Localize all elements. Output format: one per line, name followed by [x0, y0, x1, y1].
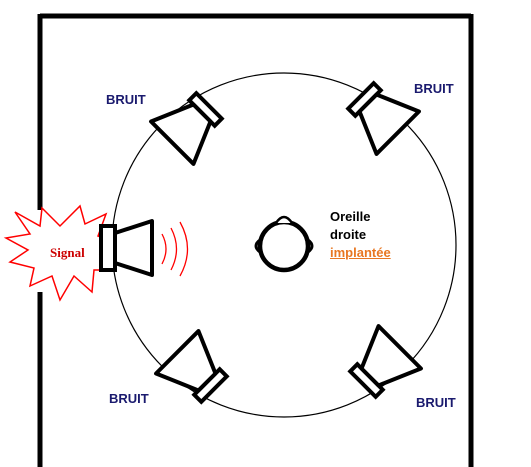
speaker-icon	[347, 324, 423, 400]
noise-label: BRUIT	[109, 391, 149, 406]
ear-label-implanted: implantée	[330, 245, 391, 260]
room-walls	[37, 13, 474, 467]
head-icon	[254, 215, 314, 273]
sound-wave-icon	[161, 221, 189, 277]
speaker-icon	[345, 80, 421, 156]
speaker-icon	[149, 90, 225, 166]
ear-label-line1: Oreille	[330, 209, 371, 224]
noise-label: BRUIT	[106, 92, 146, 107]
starburst-icon	[3, 204, 120, 302]
noise-label: BRUIT	[414, 81, 454, 96]
speaker-icon	[154, 329, 230, 405]
noise-label: BRUIT	[416, 395, 456, 410]
signal-label: Signal	[50, 245, 85, 260]
speaker-icon	[99, 219, 154, 277]
ear-label-line2: droite	[330, 227, 367, 242]
